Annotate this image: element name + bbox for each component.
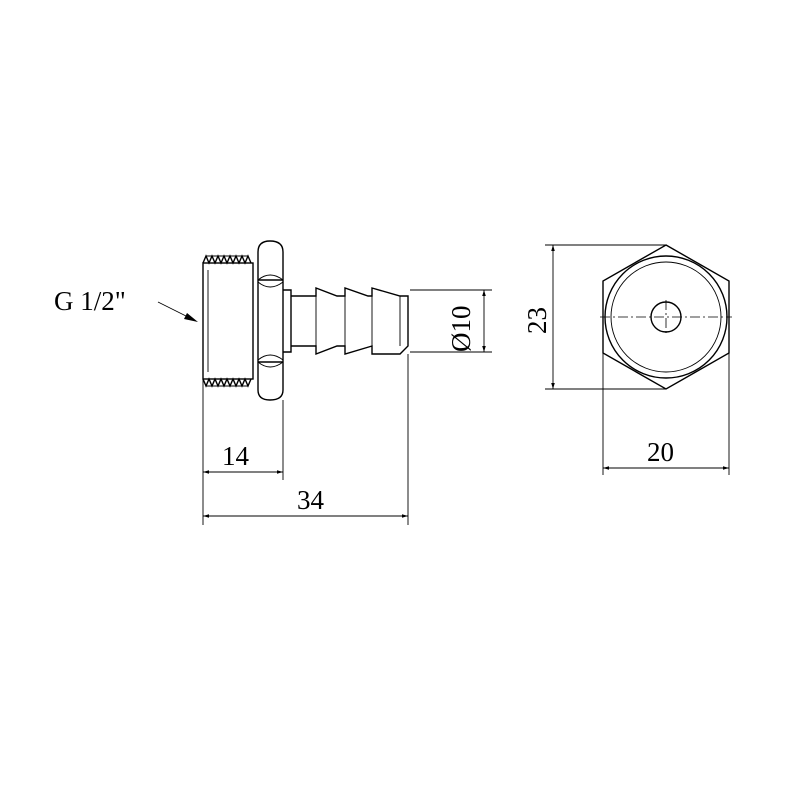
thread-length-dimension: 14 [203,441,283,474]
thread-callout: G 1/2" [54,286,198,322]
hex-height-dimension: 23 [522,244,666,390]
hex-nut-side [257,240,284,401]
threaded-section [202,254,254,388]
diameter-dimension: Ø10 [410,289,492,353]
total-length-dimension: 34 [203,485,408,518]
end-view: 23 20 [522,244,732,475]
side-view: G 1/2" Ø10 14 34 [54,240,492,525]
hex-width-label: 20 [647,437,674,467]
hose-barb [283,286,409,356]
total-length-label: 34 [297,485,325,515]
thread-length-label: 14 [222,441,250,471]
hex-height-label: 23 [522,307,552,334]
diameter-label: Ø10 [446,306,476,353]
thread-label: G 1/2" [54,286,126,316]
hex-width-dimension: 20 [602,353,730,475]
